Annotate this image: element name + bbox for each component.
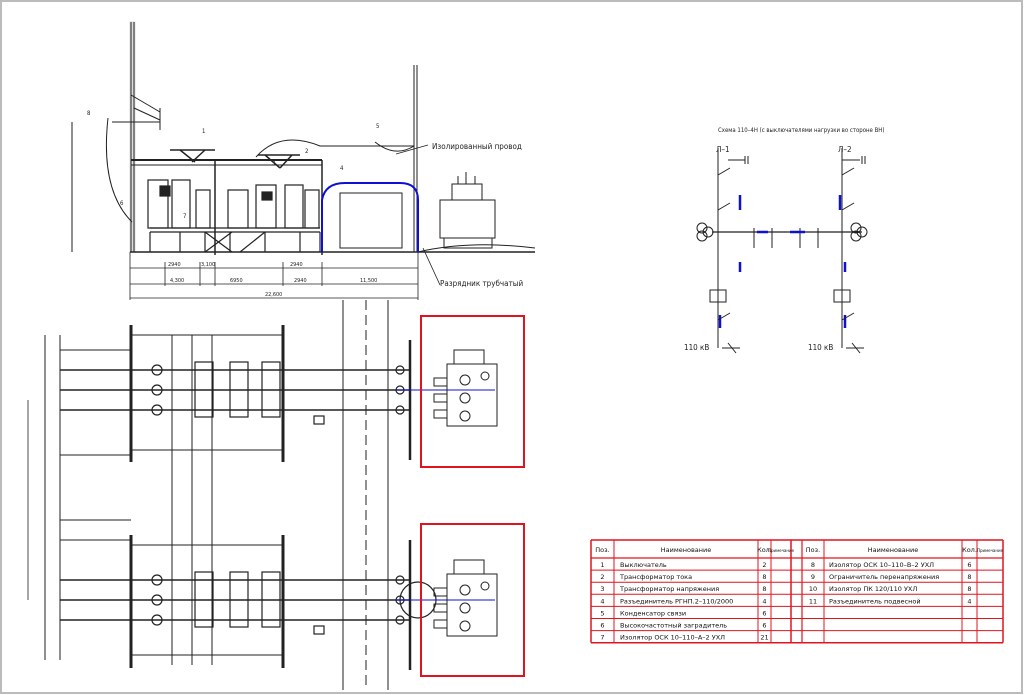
table-left-pos: 3 [600,585,604,593]
table-header-left-3: Примечание [768,548,795,553]
table-right-pos: 8 [811,561,815,569]
table-right-pos: 9 [811,573,815,581]
table-right-pos: 10 [809,585,817,593]
dim-8: 22,600 [265,292,282,298]
scheme-title: Схема 110–4Н (с выключателями нагрузки в… [718,127,884,134]
table-header-left-1: Наименование [661,546,712,554]
table-header-left-0: Поз. [595,546,609,554]
transformer-plan-boxes [420,315,525,677]
table-header-right-0: Поз. [806,546,820,554]
table-left-qty: 6 [762,609,766,617]
dim-1: 2940 [168,262,181,268]
substation-elevation [71,21,536,300]
label-surge-arrester: Разрядник трубчатый [440,278,523,288]
table-left-qty: 6 [762,622,766,630]
callout-2: 2 [305,148,308,155]
table-left-pos: 2 [600,573,604,581]
callout-3: 3 [272,160,275,167]
single-line-scheme [696,148,868,354]
scheme-voltage-right: 110 кВ [808,343,833,352]
table-right-name: Ограничитель перенапряжения [829,573,939,581]
dim-4: 6950 [230,278,243,284]
dim-6: 2940 [294,278,307,284]
dim-7: 11,500 [360,278,377,284]
table-header-right-2: Кол. [962,546,977,554]
callout-4: 4 [340,165,344,172]
table-left-name: Разъединитель РГНП.2–110/2000 [620,597,733,605]
scheme-voltage-left: 110 кВ [684,343,709,352]
table-right-name: Изолятор ОСК 10–110–В–2 УХЛ [829,561,934,569]
dim-3: 2940 [290,262,303,268]
table-left-pos: 4 [600,597,604,605]
table-left-name: Изолятор ОСК 10–110–А–2 УХЛ [620,634,725,642]
table-left-name: Трансформатор напряжения [619,585,719,593]
table-left-pos: 7 [600,634,604,642]
table-header-right-3: Примечание [977,548,1004,553]
label-insulated-wire: Изолированный провод [432,142,522,151]
callout-6: 6 [120,200,124,207]
table-left-pos: 6 [600,622,604,630]
table-right-qty: 8 [967,573,971,581]
scheme-line-left: Л–1 [716,145,730,154]
table-left-name: Высокочастотный заградитель [620,622,727,630]
callout-5: 5 [376,123,379,130]
dim-2: 3,100 [201,262,215,268]
lightning-mast [112,21,161,253]
table-right-pos: 11 [809,597,817,605]
callout-7: 7 [183,213,186,220]
callout-8: 8 [87,110,91,117]
table-header-left-2: Кол. [757,546,772,554]
table-left-name: Трансформатор тока [619,573,692,581]
table-right-name: Разъединитель подвесной [829,597,921,605]
scheme-line-right: Л–2 [838,145,852,154]
table-left-name: Конденсатор связи [620,609,686,617]
transformer-box-1 [420,315,525,468]
table-header-right-1: Наименование [868,546,919,554]
table-left-qty: 4 [762,597,766,605]
dim-5: 4,300 [170,278,184,284]
table-left-name: Выключатель [620,561,667,569]
table-left-pos: 5 [600,609,604,617]
table-left-pos: 1 [600,561,604,569]
substation-plan [27,300,495,690]
table-right-qty: 4 [967,597,971,605]
table-left-qty: 2 [762,561,766,569]
table-right-name: Изолятор ПК 120/110 УХЛ [829,585,917,593]
table-right-qty: 8 [967,585,971,593]
table-left-qty: 8 [762,573,766,581]
table-right-qty: 6 [967,561,971,569]
table-left-qty: 21 [760,634,768,642]
callout-1: 1 [202,128,205,135]
table-left-qty: 8 [762,585,766,593]
transformer-box-2 [420,523,525,677]
power-transformer [439,172,496,249]
